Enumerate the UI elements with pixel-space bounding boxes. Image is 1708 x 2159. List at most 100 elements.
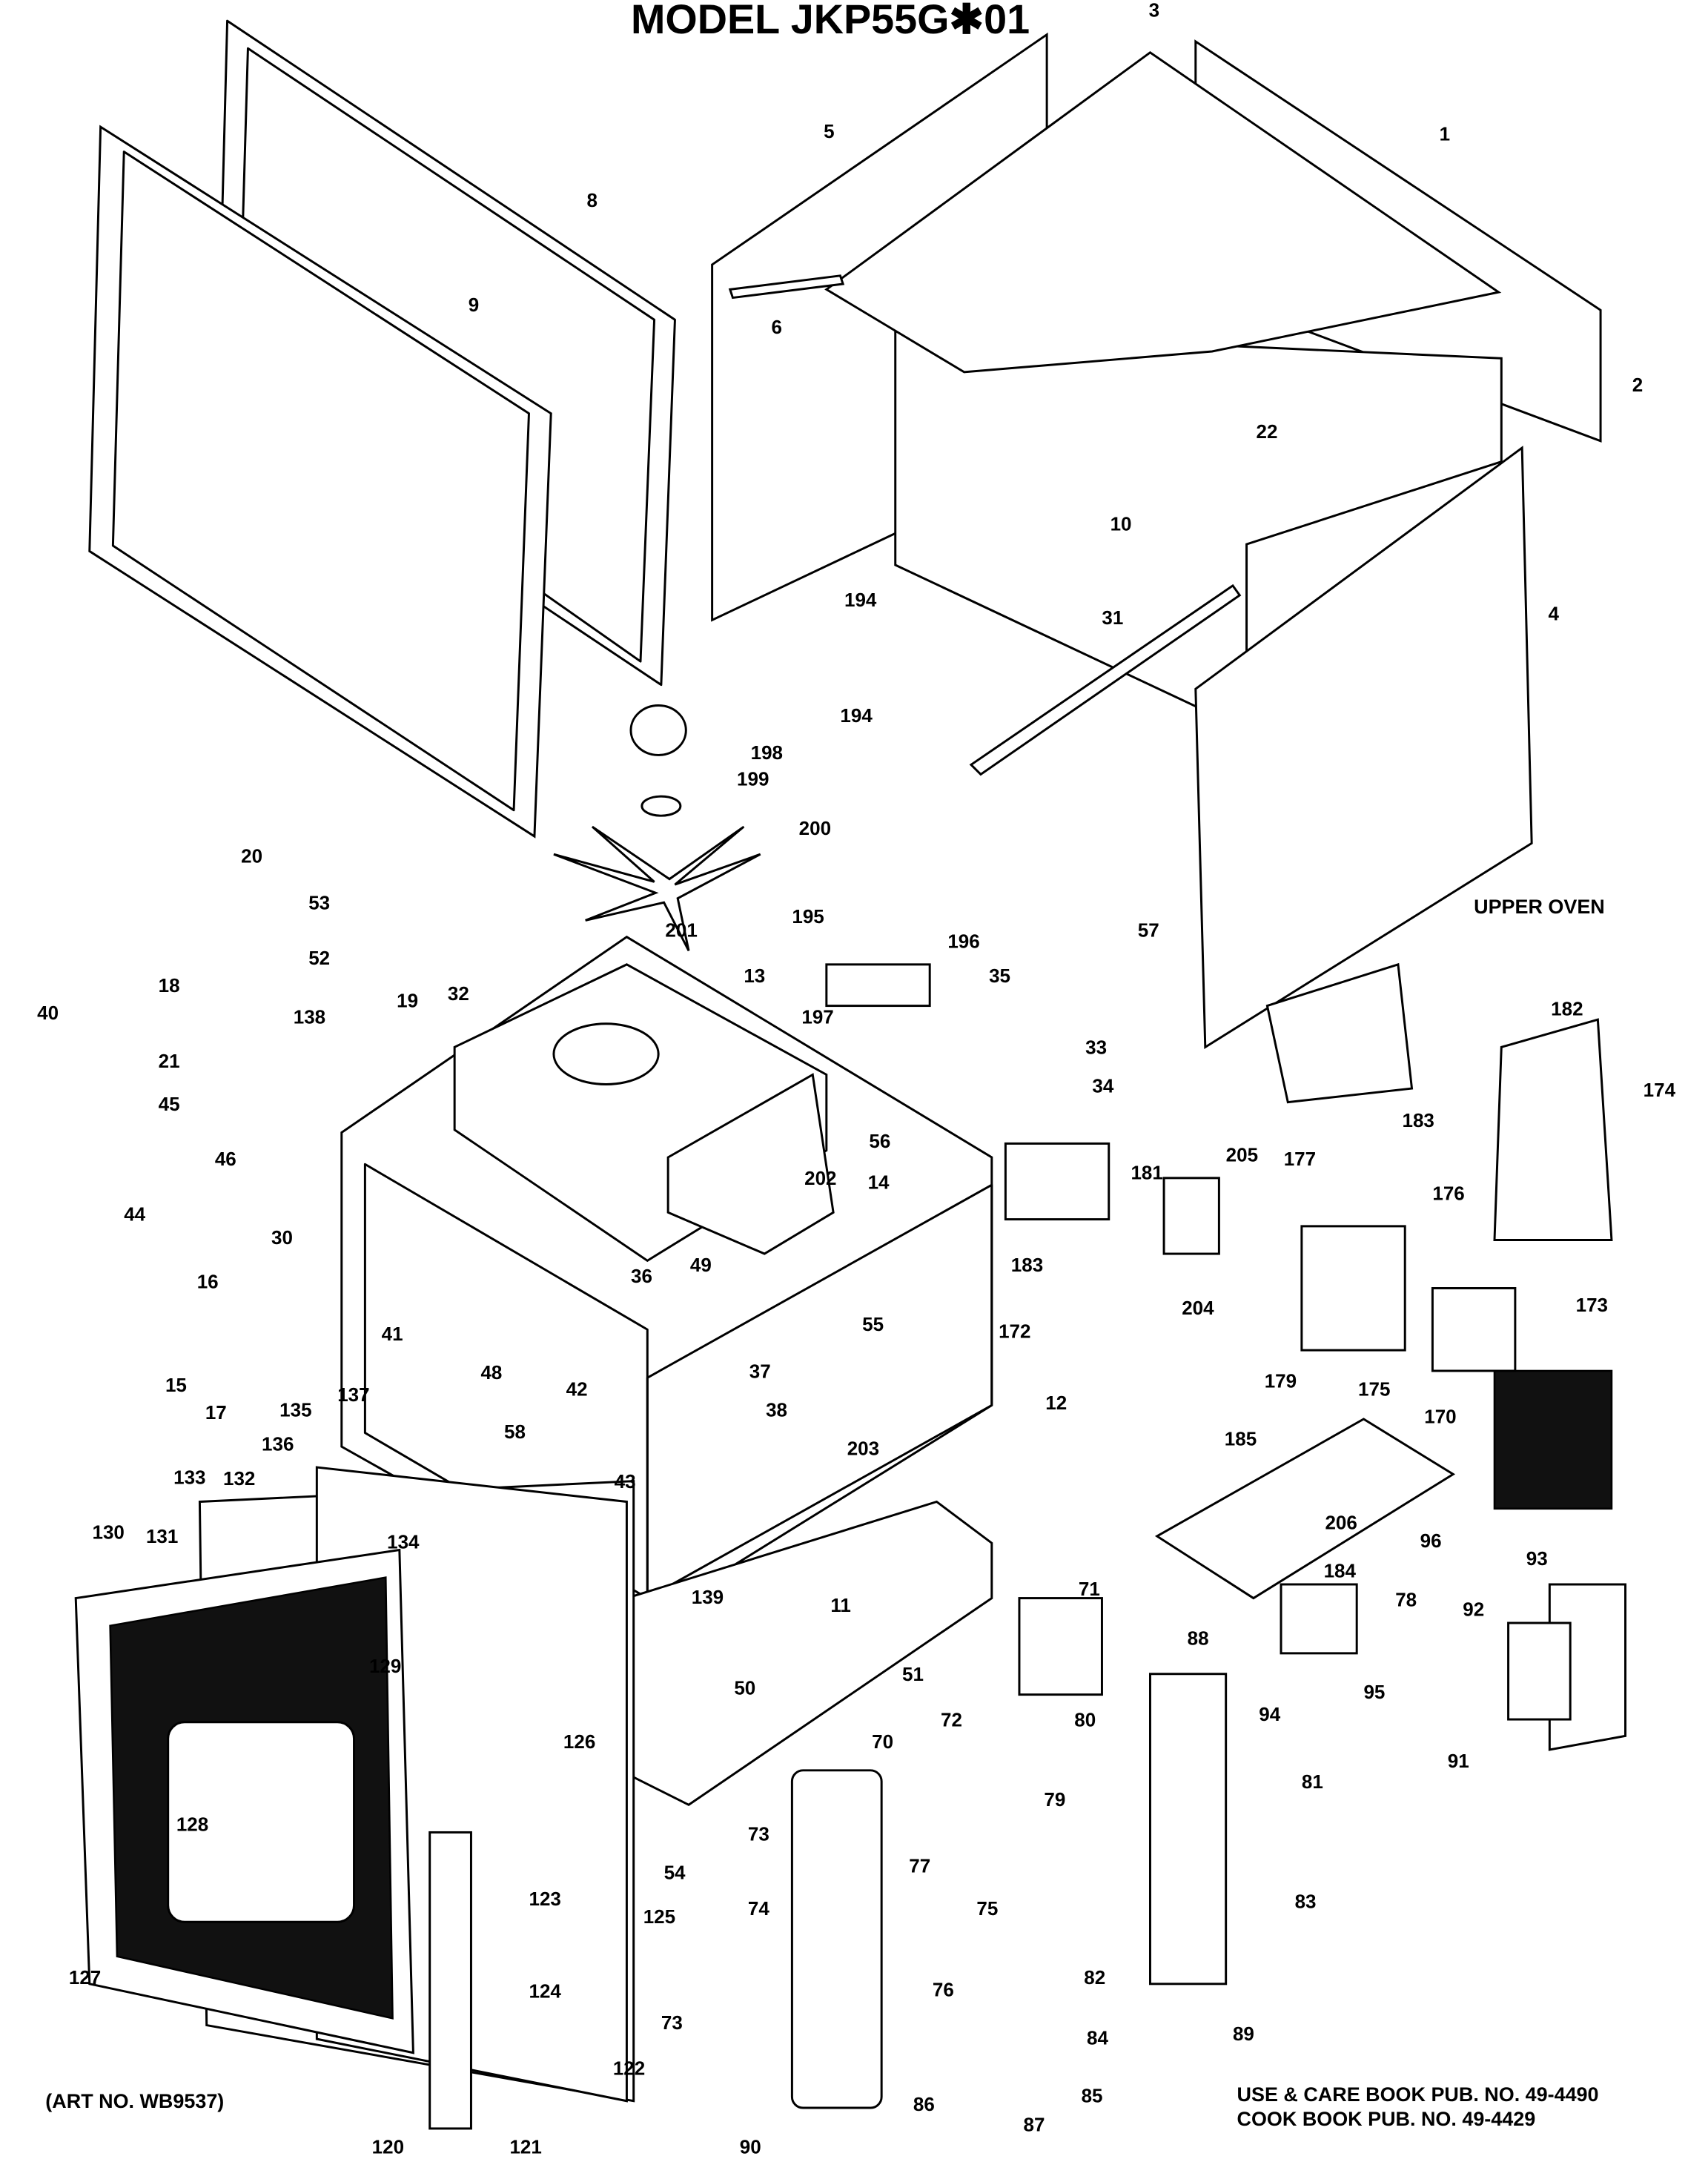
part-label-96: 96 <box>1420 1530 1442 1552</box>
part-label-138: 138 <box>294 1006 325 1028</box>
part-label-122: 122 <box>613 2057 645 2079</box>
part-label-71: 71 <box>1079 1578 1100 1600</box>
part-label-11: 11 <box>830 1594 851 1616</box>
part-label-1: 1 <box>1440 123 1450 145</box>
part-label-130: 130 <box>92 1521 124 1544</box>
blower-173 <box>1431 1287 1517 1372</box>
cabinet-10 <box>894 329 1503 733</box>
part-label-129: 129 <box>369 1655 401 1677</box>
part-label-9: 9 <box>469 294 479 316</box>
part-label-49: 49 <box>690 1254 712 1276</box>
part-label-82: 82 <box>1084 1966 1105 1988</box>
part-label-195: 195 <box>792 905 824 928</box>
part-label-14: 14 <box>868 1171 890 1194</box>
panel-92 <box>1507 1621 1572 1721</box>
part-label-73: 73 <box>748 1823 769 1845</box>
part-label-194: 194 <box>844 589 877 611</box>
part-label-8: 8 <box>587 189 598 211</box>
part-label-30: 30 <box>271 1226 293 1249</box>
part-label-202: 202 <box>804 1167 836 1189</box>
part-label-81: 81 <box>1302 1770 1323 1793</box>
strip-6 <box>728 274 845 300</box>
part-label-176: 176 <box>1432 1183 1464 1205</box>
motor-78 <box>1280 1583 1358 1655</box>
art-number: (ART NO. WB9537) <box>45 2090 224 2112</box>
part-label-133: 133 <box>173 1466 205 1488</box>
part-label-72: 72 <box>941 1708 962 1730</box>
part-label-5: 5 <box>824 120 834 142</box>
part-label-51: 51 <box>902 1663 924 1685</box>
part-label-197: 197 <box>801 1006 833 1028</box>
part-label-205: 205 <box>1226 1144 1258 1166</box>
frame-9 <box>88 125 552 839</box>
bracket-181 <box>1004 1142 1110 1221</box>
part-label-75: 75 <box>976 1897 998 1920</box>
part-label-173: 173 <box>1576 1294 1608 1316</box>
upper-oven-label: UPPER OVEN <box>1474 896 1605 918</box>
part-label-183: 183 <box>1403 1109 1434 1131</box>
part-label-128: 128 <box>176 1814 208 1836</box>
oven-door-127 <box>74 1466 635 2130</box>
part-label-17: 17 <box>205 1401 227 1424</box>
housing-183 <box>1265 962 1414 1104</box>
part-label-20: 20 <box>241 844 262 867</box>
part-label-4: 4 <box>1548 602 1559 624</box>
control-panel-70 <box>790 1769 883 2109</box>
part-label-132: 132 <box>223 1467 255 1490</box>
part-label-83: 83 <box>1295 1891 1317 1913</box>
part-label-95: 95 <box>1363 1681 1385 1703</box>
part-label-45: 45 <box>159 1093 180 1115</box>
part-label-92: 92 <box>1463 1598 1484 1621</box>
part-label-33: 33 <box>1085 1036 1107 1059</box>
part-label-74: 74 <box>748 1897 769 1920</box>
oven-cavity-30 <box>340 935 993 1621</box>
part-label-70: 70 <box>872 1730 893 1753</box>
fan-motor-198 <box>629 704 687 756</box>
part-label-203: 203 <box>847 1437 879 1459</box>
part-label-124: 124 <box>529 1980 561 2002</box>
part-label-88: 88 <box>1188 1627 1209 1650</box>
fan-blade-200 <box>553 825 761 951</box>
part-label-196: 196 <box>947 930 979 953</box>
part-label-90: 90 <box>740 2135 761 2158</box>
part-label-10: 10 <box>1110 513 1132 535</box>
part-label-136: 136 <box>262 1433 294 1455</box>
part-label-199: 199 <box>737 767 769 790</box>
part-label-198: 198 <box>751 741 783 764</box>
part-label-184: 184 <box>1324 1560 1357 1582</box>
cook-book: COOK BOOK PUB. NO. 49-4429 <box>1237 2108 1536 2130</box>
part-label-21: 21 <box>159 1050 180 1072</box>
bracket-71 <box>1018 1597 1103 1696</box>
part-label-77: 77 <box>909 1854 930 1877</box>
part-label-78: 78 <box>1395 1589 1417 1611</box>
transformer-171 <box>1493 1369 1613 1510</box>
part-label-36: 36 <box>631 1265 652 1287</box>
part-label-200: 200 <box>799 817 831 839</box>
part-label-42: 42 <box>566 1378 588 1400</box>
part-label-3: 3 <box>1149 0 1159 22</box>
part-label-56: 56 <box>869 1130 890 1152</box>
part-label-94: 94 <box>1259 1703 1280 1725</box>
part-label-54: 54 <box>664 1862 686 1884</box>
part-label-35: 35 <box>989 965 1010 987</box>
part-label-194: 194 <box>840 704 873 727</box>
washer-199 <box>640 795 682 817</box>
model-title: MODEL JKP55G✱01 <box>631 0 1030 42</box>
part-label-121: 121 <box>509 2135 541 2158</box>
part-label-134: 134 <box>387 1531 420 1553</box>
part-label-38: 38 <box>766 1398 787 1421</box>
board-170 <box>1154 1418 1456 1600</box>
part-label-182: 182 <box>1551 998 1583 1020</box>
part-label-85: 85 <box>1082 2085 1103 2107</box>
part-label-50: 50 <box>734 1677 755 1699</box>
bracket-205 <box>1162 1177 1220 1255</box>
part-label-89: 89 <box>1233 2023 1254 2045</box>
use-care-book: USE & CARE BOOK PUB. NO. 49-4490 <box>1237 2083 1599 2106</box>
part-label-15: 15 <box>165 1374 187 1396</box>
part-label-93: 93 <box>1526 1547 1548 1570</box>
part-label-55: 55 <box>862 1313 884 1335</box>
part-label-137: 137 <box>337 1383 369 1406</box>
part-label-79: 79 <box>1044 1788 1065 1811</box>
part-label-18: 18 <box>159 974 180 996</box>
part-label-91: 91 <box>1448 1750 1469 1772</box>
